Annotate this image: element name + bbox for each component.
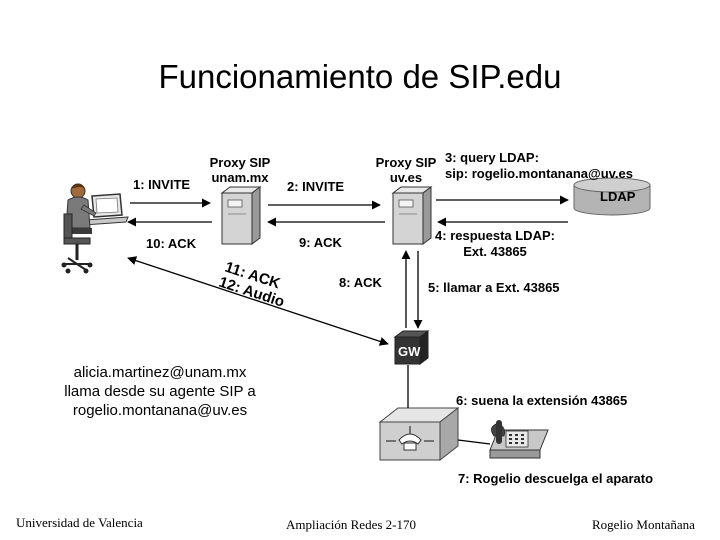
footer-center: Ampliación Redes 2-170 xyxy=(286,517,416,532)
desk-phone-icon xyxy=(489,420,549,459)
footer-left: Universidad de Valencia xyxy=(16,515,143,530)
label-4-ldap-reply-ext: Ext. 43865 xyxy=(463,244,527,259)
pbx-icon xyxy=(378,406,460,462)
footer-right: Rogelio Montañana xyxy=(592,517,695,532)
label-10-ack: 10: ACK xyxy=(146,236,197,251)
description-line-2: llama desde su agente SIP a xyxy=(64,383,256,400)
user-workstation-icon xyxy=(61,183,129,274)
page-title: Funcionamiento de SIP.edu xyxy=(158,58,562,95)
description: alicia.martinez@unam.mx llama desde su a… xyxy=(30,363,290,420)
label-ldap: LDAP xyxy=(600,189,636,204)
label-proxy-uv-2: uv.es xyxy=(389,170,423,185)
description-line-1: alicia.martinez@unam.mx xyxy=(73,364,247,381)
label-1-invite: 1: INVITE xyxy=(133,177,191,192)
label-proxy-unam-2: unam.mx xyxy=(211,170,269,185)
label-9-ack: 9: ACK xyxy=(299,235,342,250)
line-pbx-phone xyxy=(457,439,491,445)
label-proxy-uv-1: Proxy SIP xyxy=(375,155,437,170)
label-gw: GW xyxy=(398,344,421,359)
label-4-ldap-reply: 4: respuesta LDAP: xyxy=(435,228,555,243)
gateway-icon xyxy=(393,330,430,365)
label-3-query-ldap: 3: query LDAP: xyxy=(445,150,539,165)
label-3-query-ldap-uri: sip: rogelio.montanana@uv.es xyxy=(445,166,633,181)
label-8-ack: 8: ACK xyxy=(339,275,382,290)
label-6-ring: 6: suena la extensión 43865 xyxy=(456,393,628,408)
label-7-pickup: 7: Rogelio descuelga el aparato xyxy=(458,471,654,486)
proxy-server-uv-icon xyxy=(391,186,433,245)
label-2-invite: 2: INVITE xyxy=(287,179,345,194)
arrow-11-12-ack-audio xyxy=(127,256,389,346)
label-proxy-unam-1: Proxy SIP xyxy=(209,155,271,170)
proxy-server-unam-icon xyxy=(220,186,262,245)
ldap-database-icon xyxy=(573,177,651,216)
description-line-3: rogelio.montanana@uv.es xyxy=(72,402,248,419)
label-5-call: 5: llamar a Ext. 43865 xyxy=(428,280,560,295)
